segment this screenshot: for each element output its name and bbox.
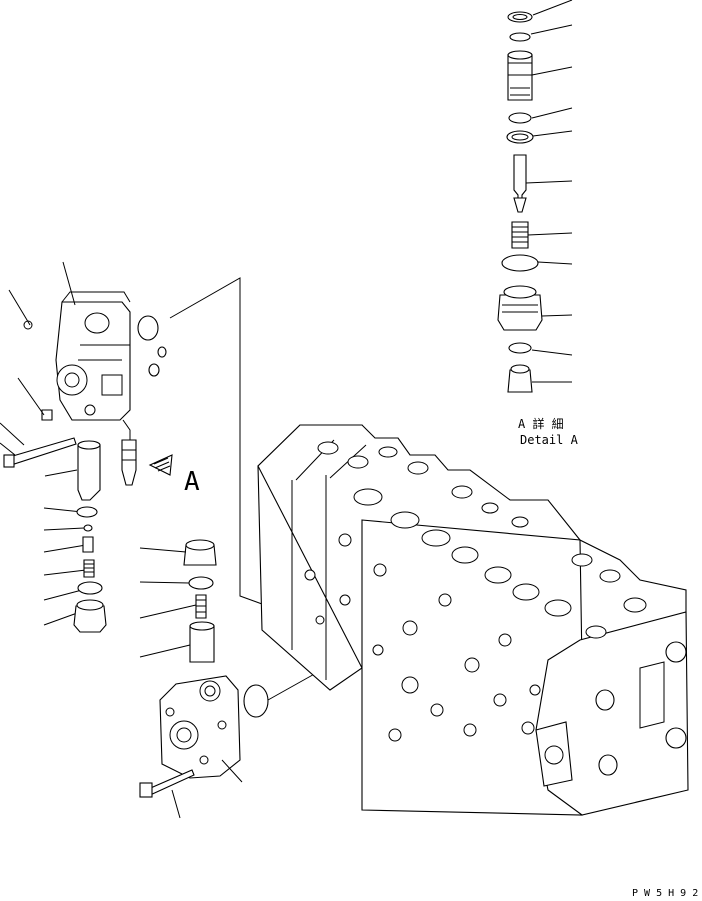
assembly-bracket-line — [169, 277, 263, 605]
flange-oring — [243, 684, 269, 718]
valve-section-lower — [139, 539, 319, 819]
detail-label-en: Detail A — [520, 433, 579, 447]
detail-a-assembly — [497, 0, 573, 393]
lower-sleeve — [189, 625, 215, 663]
small-parts-column — [73, 506, 107, 633]
drawing-code: P W 5 H 9 2 4 — [632, 888, 702, 897]
valve-section-upper — [0, 261, 167, 626]
upper-oring — [137, 315, 159, 341]
flange-bolt — [145, 769, 195, 797]
spool-sleeve — [77, 444, 101, 501]
flange-block — [159, 675, 241, 779]
detail-spring — [511, 221, 529, 249]
main-control-valve — [257, 424, 689, 816]
detail-valve-body — [507, 54, 533, 101]
detail-oring-1 — [509, 32, 531, 42]
detail-oring-3 — [501, 254, 539, 272]
detail-oring-2 — [508, 112, 532, 124]
long-bolt — [5, 437, 77, 467]
detail-label-jp: A 詳 細 — [518, 416, 564, 431]
lower-oring — [188, 576, 214, 590]
view-arrow-label: A — [184, 467, 200, 497]
cartridge — [121, 439, 137, 486]
detail-oring-4 — [508, 342, 532, 354]
view-arrow-a: A — [148, 454, 200, 497]
small-screw — [41, 409, 53, 421]
